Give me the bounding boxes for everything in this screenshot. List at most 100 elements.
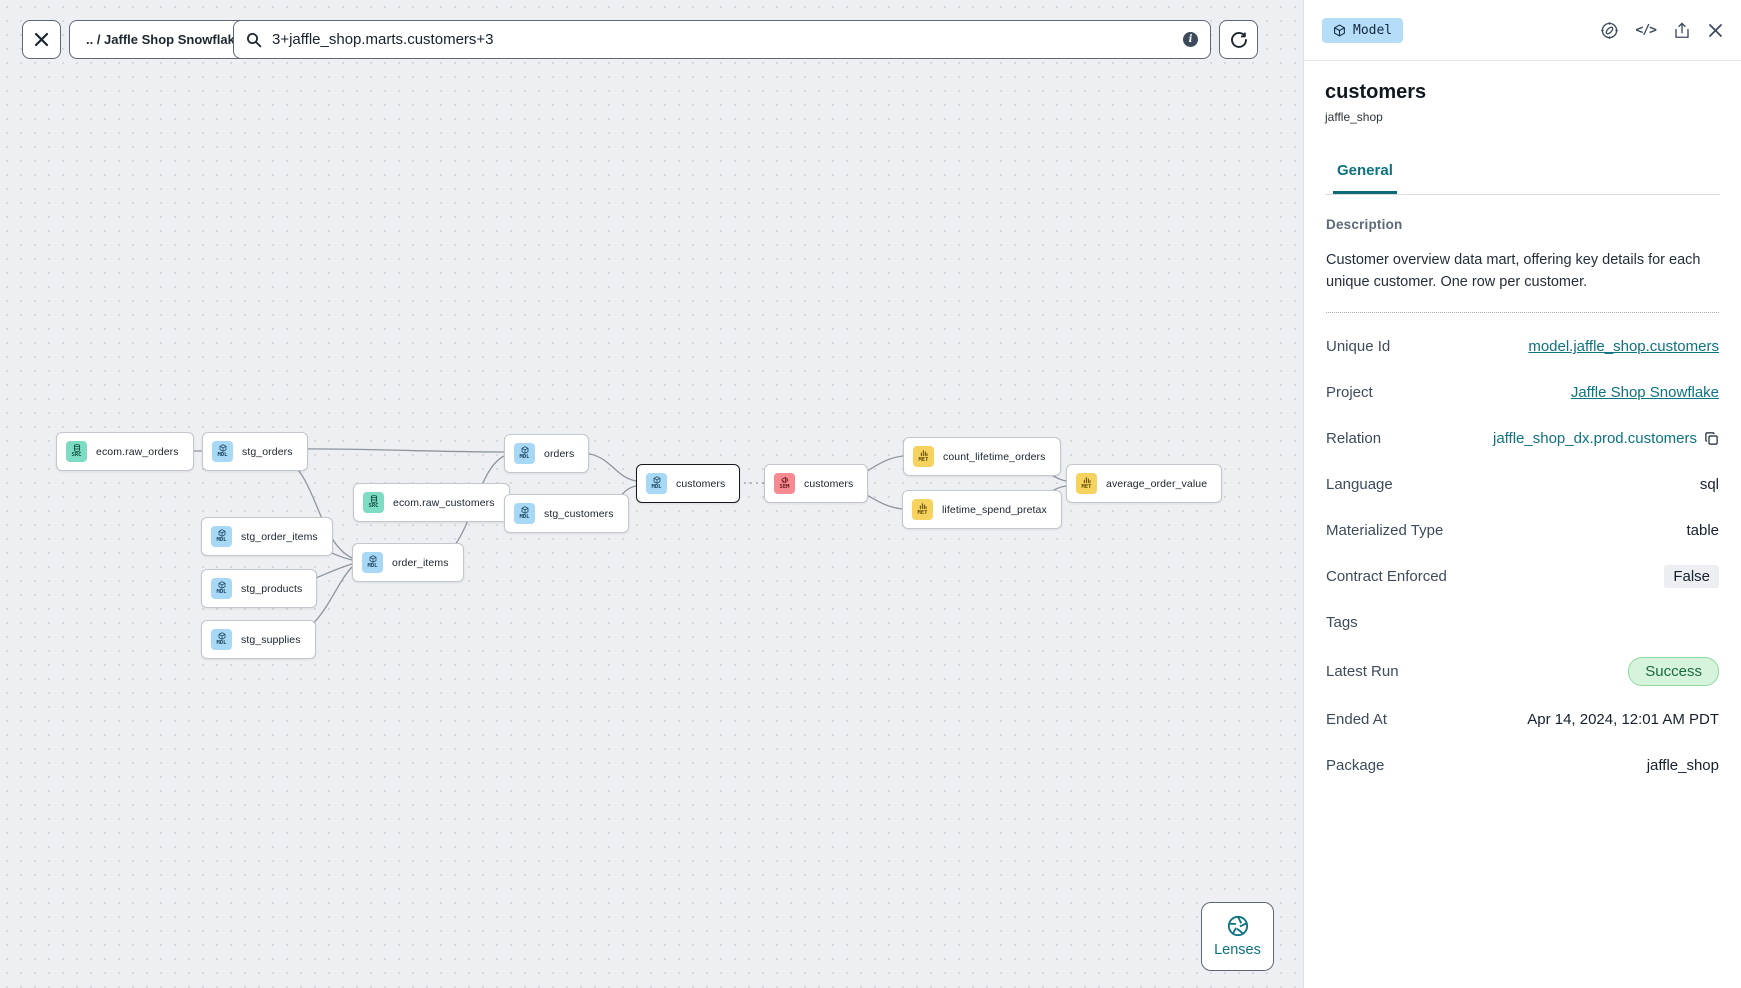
node-label: customers (804, 477, 854, 490)
field-label: Unique Id (1326, 338, 1391, 356)
field-row-tags: Tags (1326, 611, 1719, 635)
breadcrumb[interactable]: .. / Jaffle Shop Snowflake (69, 20, 260, 59)
info-icon[interactable]: i (1183, 32, 1198, 47)
tab-general[interactable]: General (1333, 152, 1397, 194)
field-label: Latest Run (1326, 662, 1399, 680)
field-row-contract-enforced: Contract Enforced False (1326, 565, 1719, 589)
explore-compass-icon[interactable] (1600, 21, 1619, 40)
refresh-button[interactable] (1219, 20, 1258, 59)
source-icon: SRC (66, 441, 87, 462)
node-label: customers (676, 477, 726, 490)
node-label: stg_products (241, 582, 303, 595)
field-row-ended-at: Ended At Apr 14, 2024, 12:01 AM PDT (1326, 708, 1719, 732)
description-text: Customer overview data mart, offering ke… (1326, 249, 1719, 313)
node-label: ecom.raw_customers (393, 496, 495, 509)
node-average-order-value[interactable]: MET average_order_value (1066, 464, 1223, 503)
unique-id-link[interactable]: model.jaffle_shop.customers (1528, 338, 1719, 356)
field-label: Relation (1326, 430, 1382, 448)
package-value: jaffle_shop (1646, 757, 1719, 775)
model-icon: MDL (211, 526, 232, 547)
semantic-model-icon: SEM (774, 473, 795, 494)
search-input[interactable] (272, 31, 1173, 48)
search-icon (246, 32, 262, 48)
node-customers-semantic[interactable]: SEM customers (764, 464, 869, 503)
panel-header: Model </> (1304, 0, 1741, 61)
resource-title: customers (1325, 81, 1427, 103)
field-row-unique-id: Unique Id model.jaffle_shop.customers (1326, 335, 1719, 359)
node-label: stg_order_items (241, 530, 318, 543)
refresh-icon (1230, 31, 1248, 49)
contract-enforced-chip: False (1664, 565, 1719, 589)
cube-icon (1333, 23, 1346, 37)
materialized-type-value: table (1686, 522, 1719, 540)
model-icon: MDL (646, 473, 667, 494)
node-ecom-raw-customers[interactable]: SRC ecom.raw_customers (353, 483, 510, 522)
field-row-materialized-type: Materialized Type table (1326, 519, 1719, 543)
node-orders[interactable]: MDL orders (504, 434, 590, 473)
node-label: orders (544, 447, 575, 460)
general-section: Description Customer overview data mart,… (1325, 195, 1720, 778)
metric-icon: MET (912, 499, 933, 520)
details-panel: Model </> customers jaffle_shop General (1303, 0, 1741, 988)
field-label: Package (1326, 757, 1385, 775)
source-icon: SRC (363, 492, 384, 513)
node-order-items[interactable]: MDL order_items (352, 543, 464, 582)
field-label: Contract Enforced (1326, 568, 1447, 586)
relation-value: jaffle_shop_dx.prod.customers (1492, 430, 1697, 448)
field-label: Ended At (1326, 711, 1387, 729)
node-stg-order-items[interactable]: MDL stg_order_items (201, 517, 333, 556)
field-label: Tags (1326, 614, 1358, 632)
field-row-language: Language sql (1326, 473, 1719, 497)
node-label: count_lifetime_orders (943, 450, 1046, 463)
node-label: order_items (392, 556, 449, 569)
lenses-button[interactable]: Lenses (1201, 902, 1274, 971)
node-count-lifetime-orders[interactable]: MET count_lifetime_orders (903, 437, 1061, 476)
node-stg-orders[interactable]: MDL stg_orders (202, 432, 308, 471)
language-value: sql (1699, 476, 1719, 494)
model-icon: MDL (211, 578, 232, 599)
node-stg-products[interactable]: MDL stg_products (201, 569, 318, 608)
code-icon[interactable]: </> (1635, 22, 1658, 38)
field-label: Project (1326, 384, 1373, 402)
node-label: stg_supplies (241, 633, 301, 646)
panel-tabs: General (1325, 152, 1720, 195)
node-label: stg_orders (242, 445, 293, 458)
share-icon[interactable] (1673, 21, 1691, 40)
copy-icon[interactable] (1704, 431, 1719, 446)
lineage-search[interactable]: i (233, 20, 1211, 59)
model-icon: MDL (211, 629, 232, 650)
field-row-project: Project Jaffle Shop Snowflake (1326, 381, 1719, 405)
node-stg-customers[interactable]: MDL stg_customers (504, 494, 629, 533)
resource-package: jaffle_shop (1325, 110, 1383, 124)
breadcrumb-label: .. / Jaffle Shop Snowflake (86, 32, 243, 47)
node-stg-supplies[interactable]: MDL stg_supplies (201, 620, 316, 659)
field-label: Language (1326, 476, 1393, 494)
lenses-aperture-icon (1227, 915, 1249, 937)
model-icon: MDL (212, 441, 233, 462)
project-link[interactable]: Jaffle Shop Snowflake (1570, 384, 1719, 402)
metric-icon: MET (1076, 473, 1097, 494)
lenses-label: Lenses (1214, 942, 1261, 958)
field-row-latest-run: Latest Run Success (1326, 656, 1719, 686)
node-label: lifetime_spend_pretax (942, 503, 1047, 516)
ended-at-value: Apr 14, 2024, 12:01 AM PDT (1527, 711, 1719, 729)
node-ecom-raw-orders[interactable]: SRC ecom.raw_orders (56, 432, 194, 471)
node-label: average_order_value (1106, 477, 1208, 490)
field-row-relation: Relation jaffle_shop_dx.prod.customers (1326, 427, 1719, 451)
node-lifetime-spend-pretax[interactable]: MET lifetime_spend_pretax (902, 490, 1062, 529)
model-type-badge: Model (1322, 17, 1404, 43)
close-lineage-button[interactable] (22, 20, 61, 59)
description-label: Description (1326, 217, 1403, 232)
field-label: Materialized Type (1326, 522, 1444, 540)
node-label: ecom.raw_orders (96, 445, 179, 458)
status-badge: Success (1628, 656, 1719, 686)
close-icon (34, 32, 49, 47)
model-icon: MDL (362, 552, 383, 573)
metric-icon: MET (913, 446, 934, 467)
close-panel-icon[interactable] (1708, 23, 1723, 38)
field-row-package: Package jaffle_shop (1326, 754, 1719, 778)
model-icon: MDL (514, 503, 535, 524)
lineage-canvas[interactable]: .. / Jaffle Shop Snowflake i SRC ecom.ra… (0, 0, 1303, 988)
node-customers-model-selected[interactable]: MDL customers (636, 464, 741, 503)
